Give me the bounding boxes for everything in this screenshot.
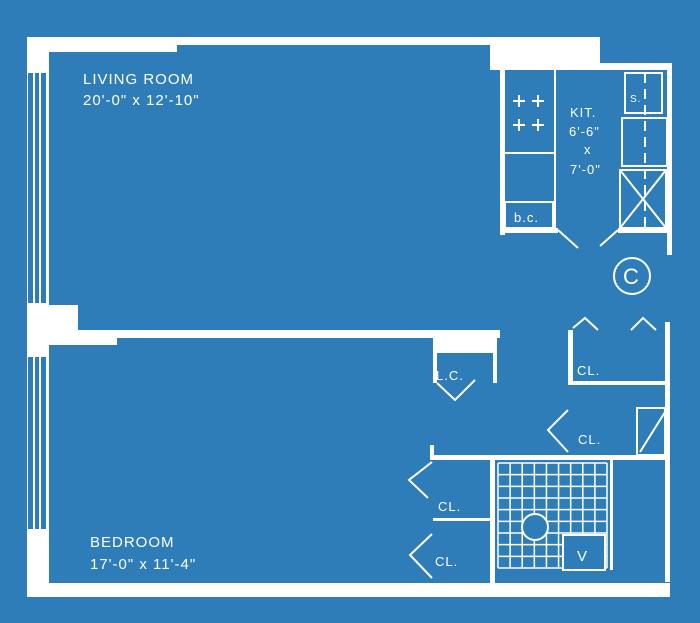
vanity-box [562, 534, 606, 571]
sink-label: S. [630, 94, 641, 105]
vanity-label: V [577, 548, 588, 565]
bedroom-size: 17'-0" x 11'-4" [90, 556, 196, 573]
closet-label-4: CL. [435, 554, 458, 569]
kitchen-size-h: 7'-0" [570, 162, 601, 177]
linen-closet-label: L.C. [436, 368, 464, 383]
kitchen-size-x: x [584, 142, 592, 157]
kitchen-fixtures [504, 70, 668, 249]
stove-burners-icon [513, 95, 544, 131]
kitchen-name: KIT. [570, 105, 596, 120]
doors [407, 316, 666, 579]
drain-circle [521, 513, 549, 541]
kitchen-size-w: 6'-6" [569, 124, 600, 139]
bathroom: V [497, 462, 608, 571]
closet-label-1: CL. [577, 363, 600, 378]
windows [28, 73, 46, 529]
bedroom-name: BEDROOM [90, 534, 175, 551]
compass-label: C [623, 264, 640, 289]
living-room-size: 20'-0" x 12'-10" [83, 92, 200, 109]
closet-label-3: CL. [438, 499, 461, 514]
closet-label-2: CL. [578, 432, 601, 447]
bc-label: b.c. [514, 210, 539, 225]
compass-circle [613, 257, 651, 295]
living-room-name: LIVING ROOM [83, 71, 194, 88]
